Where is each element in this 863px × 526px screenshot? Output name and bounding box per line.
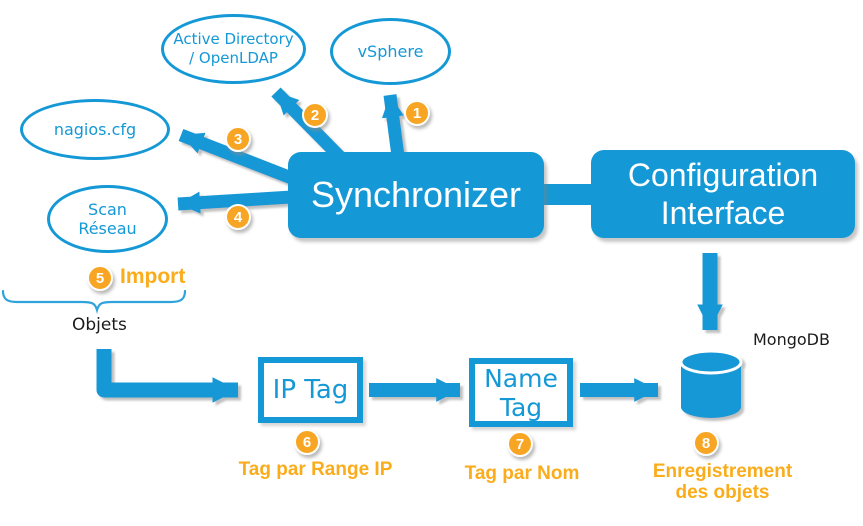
node-nagios-cfg-label: nagios.cfg xyxy=(53,120,137,139)
node-scan-reseau-label-line2: Réseau xyxy=(78,219,137,238)
step-badge-8-number: 8 xyxy=(701,434,711,452)
step-badge-5: 5 xyxy=(87,265,113,291)
node-vsphere: vSphere xyxy=(330,18,451,85)
label-enregistrement-line2: des objets xyxy=(675,482,770,503)
node-name-tag: Name Tag xyxy=(469,358,573,427)
node-active-directory-label-line1: Active Directory xyxy=(173,30,294,48)
step-badge-8: 8 xyxy=(693,430,719,456)
node-scan-reseau-label-line1: Scan xyxy=(88,200,127,219)
step-badge-4: 4 xyxy=(225,204,251,230)
label-enregistrement-line1: Enregistrement xyxy=(652,461,793,482)
step-badge-3: 3 xyxy=(225,126,251,152)
node-active-directory-label-line2: / OpenLDAP xyxy=(189,49,278,67)
step-badge-2: 2 xyxy=(302,102,328,128)
node-active-directory: Active Directory / OpenLDAP xyxy=(161,14,306,84)
step-badge-6-number: 6 xyxy=(302,433,312,451)
step-badge-5-number: 5 xyxy=(95,269,105,287)
node-ip-tag: IP Tag xyxy=(258,357,363,423)
arrow-1-synchronizer-to-vsphere xyxy=(381,94,405,157)
node-configuration-interface-label-line1: Configuration xyxy=(627,157,819,193)
label-import: Import xyxy=(120,265,186,288)
node-synchronizer: Synchronizer xyxy=(288,152,544,238)
step-badge-1-number: 1 xyxy=(412,104,422,122)
step-badge-7: 7 xyxy=(507,431,533,457)
label-tag-par-range-ip: Tag par Range IP xyxy=(238,459,393,480)
node-scan-reseau: Scan Réseau xyxy=(47,185,168,253)
node-name-tag-label-line2: Tag xyxy=(499,392,543,422)
node-configuration-interface-label-line2: Interface xyxy=(660,195,786,231)
node-name-tag-label-line1: Name xyxy=(484,363,558,393)
mongodb-cylinder-icon xyxy=(679,349,743,418)
node-ip-tag-label: IP Tag xyxy=(272,375,349,405)
arrow-4-synchronizer-to-scan xyxy=(177,189,309,214)
label-enregistrement-des-objets: Enregistrement des objets xyxy=(640,461,805,503)
arrow-objets-to-iptag xyxy=(96,349,238,403)
step-badge-1: 1 xyxy=(404,100,430,126)
label-objets: Objets xyxy=(72,315,127,335)
label-tag-par-nom: Tag par Nom xyxy=(464,463,580,484)
label-mongodb: MongoDB xyxy=(753,330,830,349)
step-badge-2-number: 2 xyxy=(310,106,320,124)
node-configuration-interface: Configuration Interface xyxy=(591,150,855,238)
import-brace xyxy=(1,289,187,314)
step-badge-7-number: 7 xyxy=(515,435,525,453)
node-synchronizer-label: Synchronizer xyxy=(310,174,522,215)
step-badge-3-number: 3 xyxy=(233,130,243,148)
node-vsphere-label: vSphere xyxy=(357,42,424,61)
node-nagios-cfg: nagios.cfg xyxy=(20,99,170,160)
synchronizer-config-connector xyxy=(540,184,596,205)
step-badge-4-number: 4 xyxy=(233,208,243,226)
step-badge-6: 6 xyxy=(294,429,320,455)
